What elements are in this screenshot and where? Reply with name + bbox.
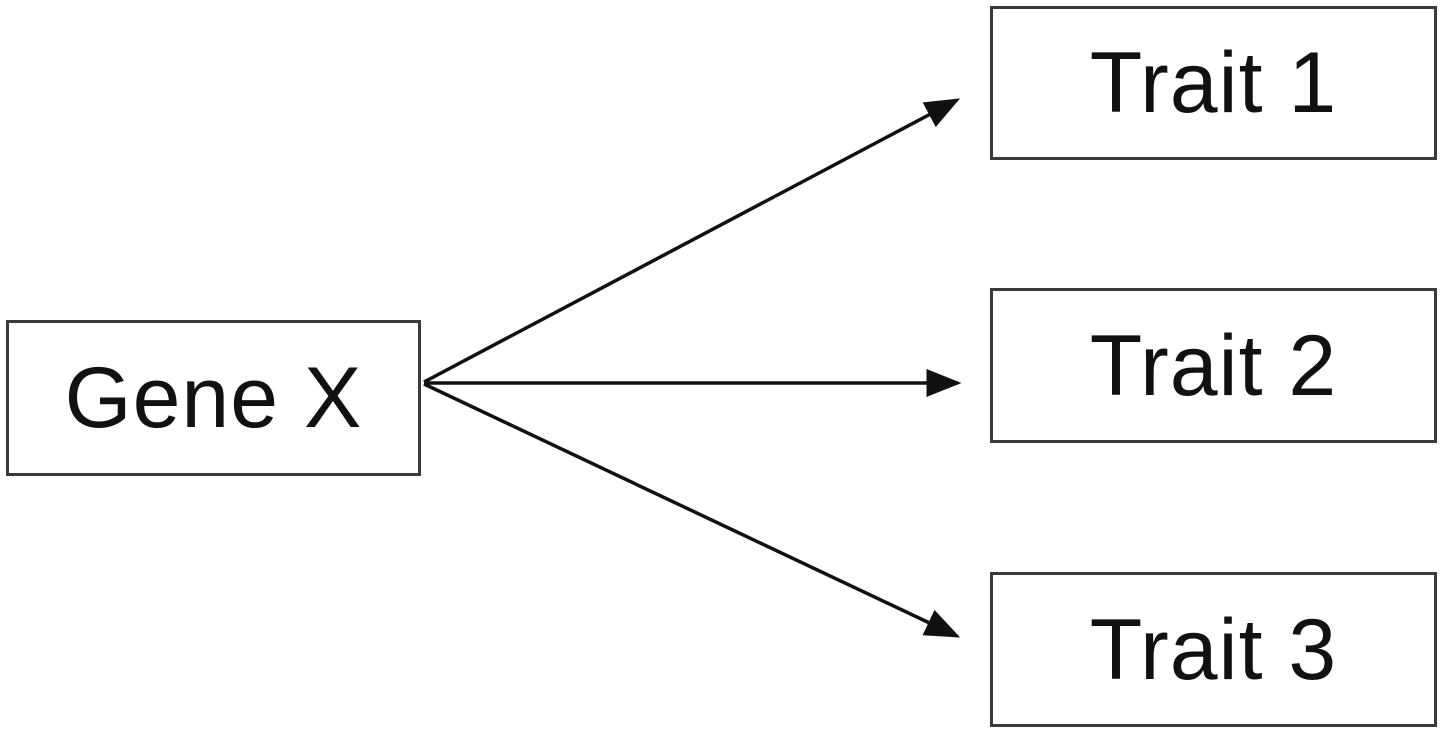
- trait-1-box: Trait 1: [990, 6, 1437, 160]
- trait-1-label: Trait 1: [1089, 35, 1338, 131]
- arrow-to-trait-3: [423, 382, 961, 638]
- trait-2-box: Trait 2: [990, 288, 1437, 443]
- trait-3-label: Trait 3: [1089, 601, 1338, 698]
- gene-x-box: Gene X: [6, 320, 421, 476]
- arrow-to-trait-1: [423, 98, 961, 384]
- trait-2-label: Trait 2: [1089, 317, 1338, 414]
- trait-3-box: Trait 3: [990, 572, 1437, 727]
- gene-x-label: Gene X: [64, 350, 363, 446]
